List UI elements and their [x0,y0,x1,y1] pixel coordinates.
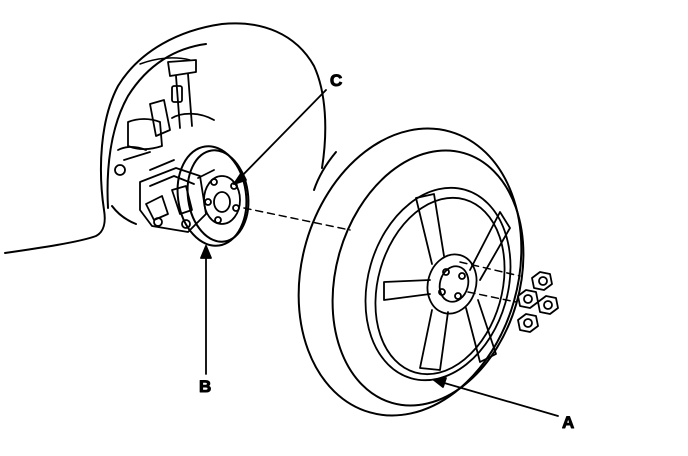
wheel-stud [204,198,212,206]
brake-rotor [176,145,250,247]
wheel-stud [214,216,222,224]
leader-lines [200,89,559,417]
wheel-stud [232,204,240,212]
lug-nuts [517,271,559,333]
callout-label-c: C [330,71,342,90]
brake-caliper [139,167,215,233]
wheel-rim [364,186,512,382]
wheel-stud [210,178,218,186]
tire [297,127,525,417]
lug-nut [517,289,539,309]
lug-nut [531,271,553,291]
wheel-hub [203,175,241,225]
suspension-strut [114,59,215,176]
lug-nut [517,313,539,333]
callout-label-a: A [562,413,574,432]
fender-body [4,22,327,254]
callout-label-b: B [199,377,211,396]
lug-nut [537,295,559,315]
